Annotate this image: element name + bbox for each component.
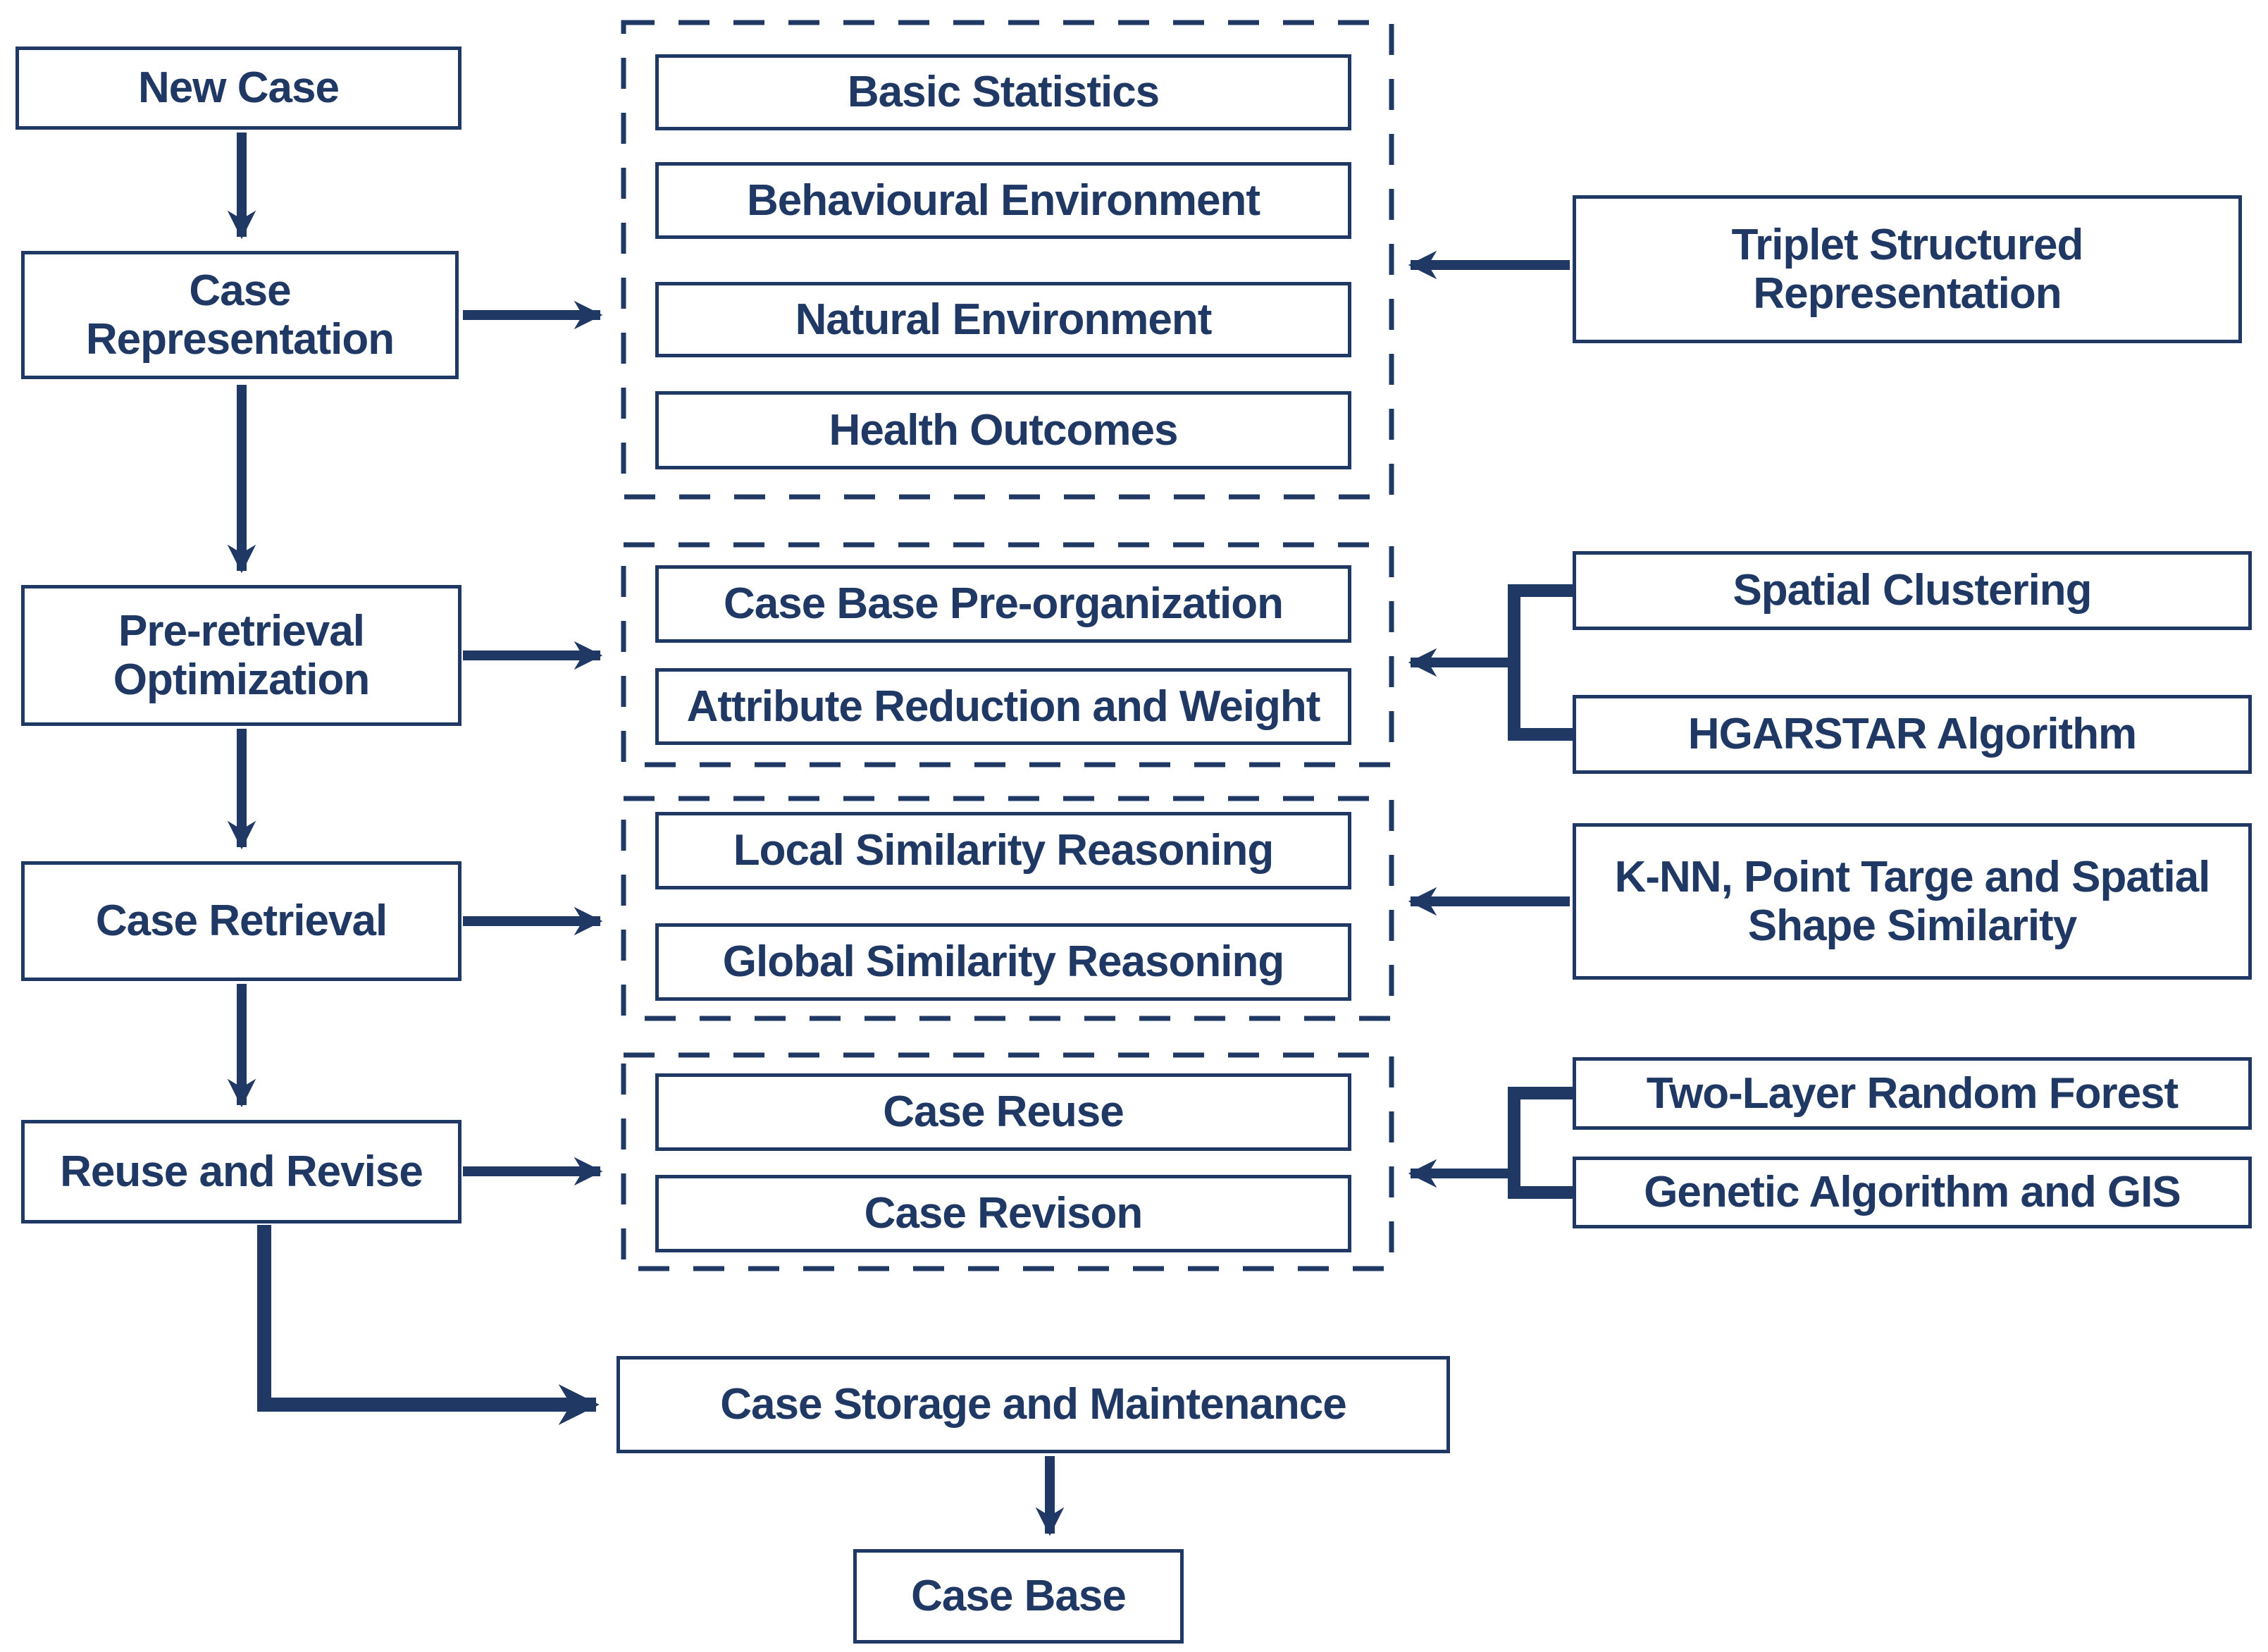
technique-spatial-clustering: Spatial Clustering bbox=[1573, 551, 2252, 630]
item-natural-environment: Natural Environment bbox=[655, 282, 1351, 357]
node-case-retrieval: Case Retrieval bbox=[21, 861, 461, 981]
technique-hgarstar-algorithm: HGARSTAR Algorithm bbox=[1573, 695, 2252, 774]
technique-spatial-clustering-label: Spatial Clustering bbox=[1733, 566, 2092, 615]
item-basic-statistics-label: Basic Statistics bbox=[847, 68, 1160, 117]
item-behavioural-environment-label: Behavioural Environment bbox=[746, 175, 1260, 225]
technique-genetic-algorithm-gis-label: Genetic Algorithm and GIS bbox=[1644, 1168, 2181, 1217]
technique-two-layer-random-forest: Two-Layer Random Forest bbox=[1573, 1057, 2252, 1130]
node-case-storage-maintenance-label: Case Storage and Maintenance bbox=[720, 1380, 1346, 1429]
bracket-twolayer-genetic bbox=[1508, 1087, 1573, 1199]
node-pre-retrieval-optimization-label: Pre-retrieval Optimization bbox=[113, 606, 370, 704]
item-local-similarity-reasoning: Local Similarity Reasoning bbox=[655, 812, 1351, 889]
item-attribute-reduction-weight: Attribute Reduction and Weight bbox=[655, 668, 1351, 745]
node-pre-retrieval-optimization: Pre-retrieval Optimization bbox=[21, 585, 461, 726]
technique-triplet-label: Triplet Structured Representation bbox=[1731, 220, 2084, 318]
bracket-spatial-hgarstar bbox=[1508, 584, 1573, 741]
item-basic-statistics: Basic Statistics bbox=[655, 54, 1351, 130]
item-case-revison-label: Case Revison bbox=[864, 1189, 1144, 1238]
node-reuse-and-revise-label: Reuse and Revise bbox=[60, 1147, 423, 1196]
elbow-reuse-to-storage bbox=[257, 1225, 600, 1426]
item-global-similarity-reasoning: Global Similarity Reasoning bbox=[655, 923, 1351, 1001]
item-case-base-pre-organization-label: Case Base Pre-organization bbox=[723, 579, 1284, 629]
item-attribute-reduction-weight-label: Attribute Reduction and Weight bbox=[686, 682, 1321, 731]
item-natural-environment-label: Natural Environment bbox=[795, 295, 1213, 344]
item-case-revison: Case Revison bbox=[655, 1175, 1351, 1252]
item-health-outcomes-label: Health Outcomes bbox=[829, 405, 1179, 455]
item-case-reuse-label: Case Reuse bbox=[883, 1087, 1124, 1137]
item-health-outcomes: Health Outcomes bbox=[655, 391, 1351, 469]
technique-triplet-structured-representation: Triplet Structured Representation bbox=[1573, 195, 2242, 343]
node-case-representation: Case Representation bbox=[21, 251, 459, 379]
node-new-case-label: New Case bbox=[138, 63, 340, 113]
node-reuse-and-revise: Reuse and Revise bbox=[21, 1120, 461, 1223]
dashed-group-representation bbox=[621, 20, 1394, 500]
item-local-similarity-reasoning-label: Local Similarity Reasoning bbox=[733, 826, 1274, 875]
technique-genetic-algorithm-gis: Genetic Algorithm and GIS bbox=[1573, 1157, 2252, 1228]
item-case-reuse: Case Reuse bbox=[655, 1073, 1351, 1151]
technique-two-layer-random-forest-label: Two-Layer Random Forest bbox=[1646, 1068, 2179, 1118]
node-case-retrieval-label: Case Retrieval bbox=[95, 896, 388, 946]
technique-knn-spatial-shape-similarity: K-NN, Point Targe and Spatial Shape Simi… bbox=[1573, 823, 2252, 980]
item-case-base-pre-organization: Case Base Pre-organization bbox=[655, 565, 1351, 643]
node-case-base-label: Case Base bbox=[911, 1572, 1127, 1621]
node-case-storage-maintenance: Case Storage and Maintenance bbox=[616, 1356, 1450, 1453]
node-new-case: New Case bbox=[16, 47, 461, 130]
item-global-similarity-reasoning-label: Global Similarity Reasoning bbox=[722, 937, 1284, 987]
technique-knn-label: K-NN, Point Targe and Spatial Shape Simi… bbox=[1614, 852, 2211, 950]
node-case-representation-label: Case Representation bbox=[85, 266, 395, 364]
technique-hgarstar-label: HGARSTAR Algorithm bbox=[1687, 710, 2137, 759]
item-behavioural-environment: Behavioural Environment bbox=[655, 162, 1351, 239]
node-case-base: Case Base bbox=[853, 1549, 1184, 1644]
